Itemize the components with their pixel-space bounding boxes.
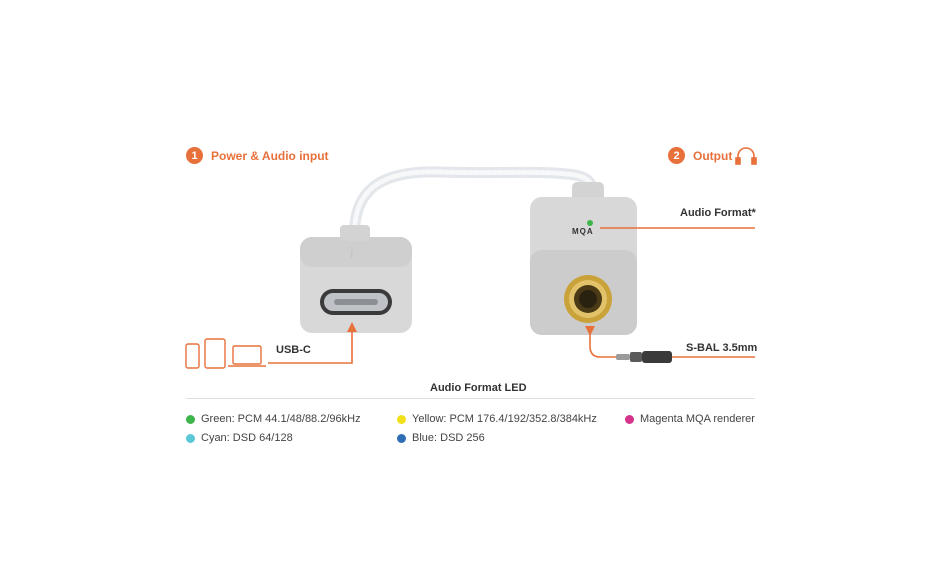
usb-c-pointer-line [268, 330, 353, 364]
legend-item-label: Magenta MQA renderer [640, 413, 755, 425]
legend-item-label: Blue: DSD 256 [412, 432, 485, 444]
output-pointer-line [589, 326, 630, 358]
headphones-icon [735, 147, 757, 165]
legend-item-yellow: Yellow: PCM 176.4/192/352.8/384kHz [397, 413, 597, 425]
blue-dot-icon [397, 433, 406, 443]
tablet-icon [204, 338, 226, 369]
step-input-header: 1 Power & Audio input [186, 147, 329, 164]
green-dot-icon [186, 414, 195, 424]
audio-format-label: Audio Format* [680, 207, 756, 219]
yellow-dot-icon [397, 414, 406, 424]
plug-3-5mm-icon [616, 351, 672, 363]
audio-jack-icon [564, 275, 612, 323]
usb-c-label: USB-C [276, 344, 311, 356]
legend-item-magenta: Magenta MQA renderer [625, 413, 755, 425]
step-2-badge: 2 [668, 147, 685, 164]
legend-title: Audio Format LED [430, 382, 527, 394]
output-box [530, 182, 637, 335]
step-1-badge: 1 [186, 147, 203, 164]
step-output-header: 2 Output [668, 147, 732, 164]
legend-item-label: Green: PCM 44.1/48/88.2/96kHz [201, 413, 361, 425]
legend-divider [186, 398, 755, 399]
s-bal-label: S-BAL 3.5mm [686, 342, 758, 354]
magenta-dot-icon [625, 414, 634, 424]
mqa-led-label: MQA [572, 227, 594, 236]
mqa-led [587, 220, 593, 226]
step-2-label: Output [693, 148, 733, 163]
step-1-label: Power & Audio input [211, 148, 329, 163]
legend-item-green: Green: PCM 44.1/48/88.2/96kHz [186, 413, 361, 425]
legend-item-cyan: Cyan: DSD 64/128 [186, 432, 293, 444]
svg-text:i: i [350, 245, 354, 262]
usb-c-port-icon [320, 289, 392, 315]
cyan-dot-icon [186, 433, 195, 443]
legend-item-label: Cyan: DSD 64/128 [201, 432, 293, 444]
legend-item-blue: Blue: DSD 256 [397, 432, 485, 444]
laptop-icon [228, 345, 266, 367]
legend-item-label: Yellow: PCM 176.4/192/352.8/384kHz [412, 413, 597, 425]
usb-c-plug: i [300, 225, 412, 333]
phone-icon [185, 343, 200, 369]
